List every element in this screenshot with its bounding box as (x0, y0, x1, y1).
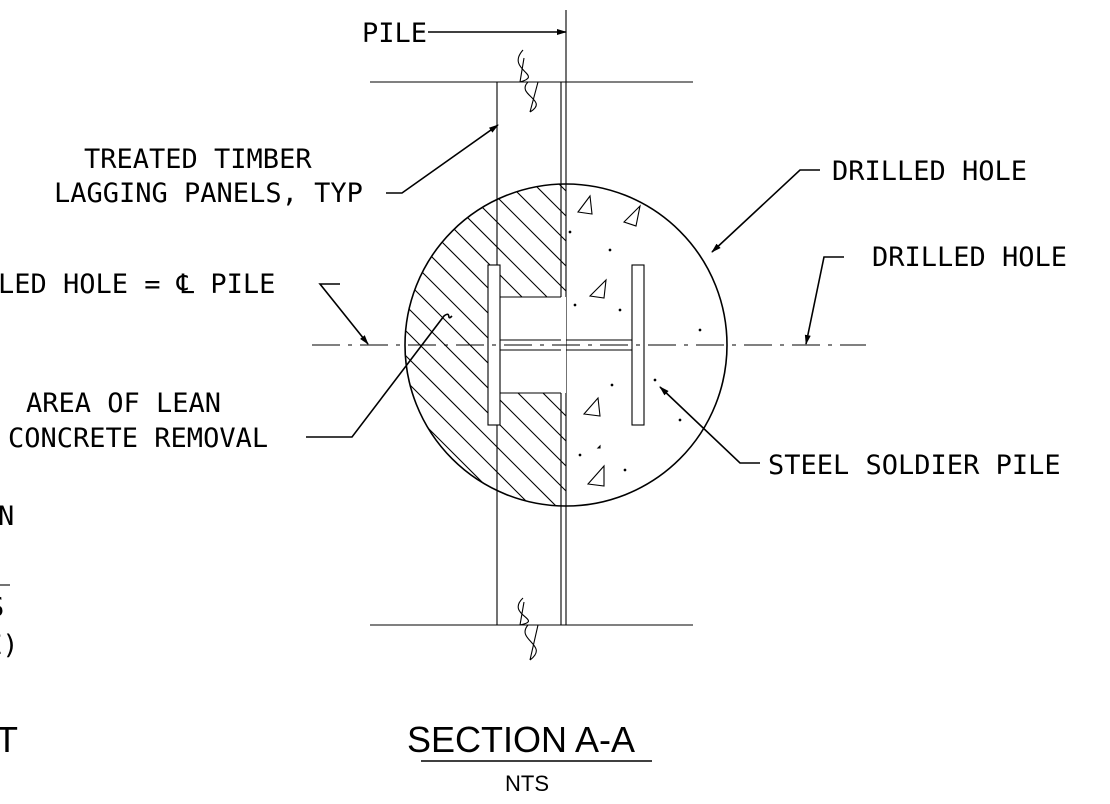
lagging-label-line2: LAGGING PANELS, TYP (54, 178, 363, 209)
drilled-hole-label-1: DRILLED HOLE (832, 156, 1027, 187)
drilled-hole-leader-1 (711, 169, 820, 253)
partial-text-t: T (0, 719, 18, 760)
break-symbol-bottom (517, 597, 539, 661)
partial-text-n: N (0, 501, 14, 532)
steel-pile-leader (659, 386, 760, 464)
break-symbol-top (517, 49, 539, 113)
drilled-hole-label-2: DRILLED HOLE (872, 242, 1067, 273)
lean-leader (306, 313, 453, 438)
section-title: SECTION A-A (407, 719, 635, 760)
partial-text-e: E) (0, 630, 19, 661)
lagging-leader (386, 124, 499, 194)
lean-concrete-label-line2: CONCRETE REMOVAL (8, 423, 268, 454)
steel-soldier-pile-label: STEEL SOLDIER PILE (768, 450, 1061, 481)
pile-label: PILE (362, 18, 427, 49)
drilled-hole-circle (404, 183, 728, 507)
cl-leader (318, 283, 369, 345)
partial-text-s: S (0, 592, 4, 623)
lean-concrete-label-line1: AREA OF LEAN (26, 388, 221, 419)
centerline-label: LED HOLE = ℄ PILE (0, 269, 275, 300)
lagging-label-line1: TREATED TIMBER (84, 144, 312, 175)
steel-soldier-pile (566, 264, 645, 426)
drilled-hole-leader-2 (804, 256, 844, 345)
concrete-aggregate (568, 194, 702, 487)
section-scale: NTS (505, 771, 549, 796)
left-h-pile (487, 264, 561, 426)
